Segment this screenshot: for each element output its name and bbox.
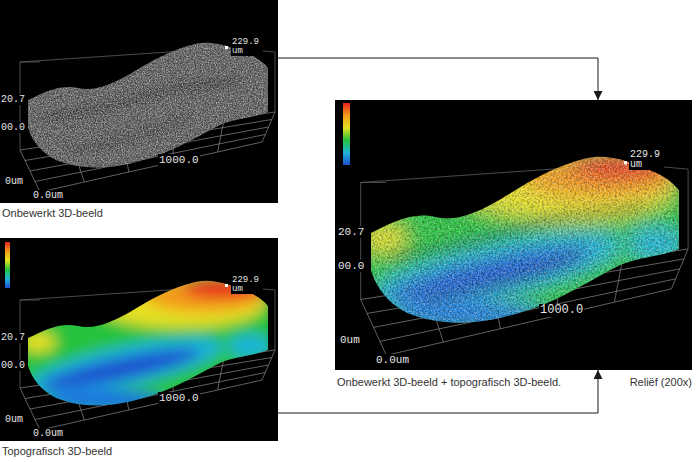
axis-label: 00.0 <box>0 360 26 371</box>
image-panel: Topografisch 3D-beeld229.9 um20.700.0100… <box>0 238 278 441</box>
axis-label: 20.7 <box>0 332 26 343</box>
axis-label: 229.9 um <box>231 38 263 56</box>
axis-label: 0.0um <box>32 428 64 439</box>
axis-label: 0.0um <box>375 354 410 366</box>
axis-label: 0um <box>4 414 24 425</box>
axis-label: 1000.0 <box>158 154 200 166</box>
raw-3d-image <box>0 0 278 203</box>
flow-arrow <box>278 370 598 413</box>
axis-label: 0um <box>4 176 24 187</box>
axis-label: 229.9 um <box>629 150 664 170</box>
flow-arrow <box>278 58 598 100</box>
axis-label: 229.9 um <box>231 276 263 294</box>
axis-label: 1000.0 <box>158 392 200 404</box>
combined-3d-image <box>335 100 692 370</box>
image-caption: Topografisch 3D-beeld <box>2 445 112 458</box>
image-caption: Onbewerkt 3D-beeld <box>2 207 103 220</box>
axis-label: 00.0 <box>337 260 365 272</box>
axis-label: 1000.0 <box>539 304 584 317</box>
image-panel: Onbewerkt 3D-beeld + topografisch 3D-bee… <box>335 100 692 370</box>
axis-label: 0.0um <box>32 190 64 201</box>
image-panel: Onbewerkt 3D-beeld229.9 um20.700.01000.0… <box>0 0 278 203</box>
magnification-label: Reliëf (200x) <box>630 376 692 389</box>
axis-label: 0um <box>339 334 361 346</box>
axis-label: 20.7 <box>0 94 26 105</box>
topographic-3d-image <box>0 238 278 441</box>
axis-label: 00.0 <box>0 122 26 133</box>
axis-label: 20.7 <box>337 226 365 238</box>
image-caption: Onbewerkt 3D-beeld + topografisch 3D-bee… <box>337 376 561 389</box>
